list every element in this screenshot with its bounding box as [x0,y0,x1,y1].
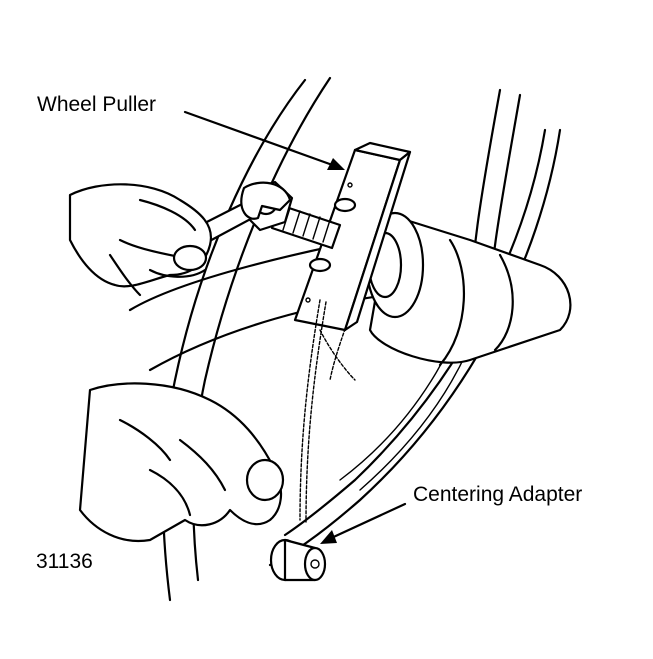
wheel-puller-label: Wheel Puller [37,93,157,116]
centering-adapter-label: Centering Adapter [413,483,583,506]
figure-number: 31136 [36,550,93,573]
centering-adapter-part [269,538,327,582]
leader-arrows [183,110,407,544]
upper-hand [68,183,213,297]
centering-adapter-arrowhead [320,530,337,544]
chain [299,299,356,523]
lower-hand [78,382,285,543]
wheel-puller-arrowhead [327,158,345,170]
hub-housing [365,211,572,367]
